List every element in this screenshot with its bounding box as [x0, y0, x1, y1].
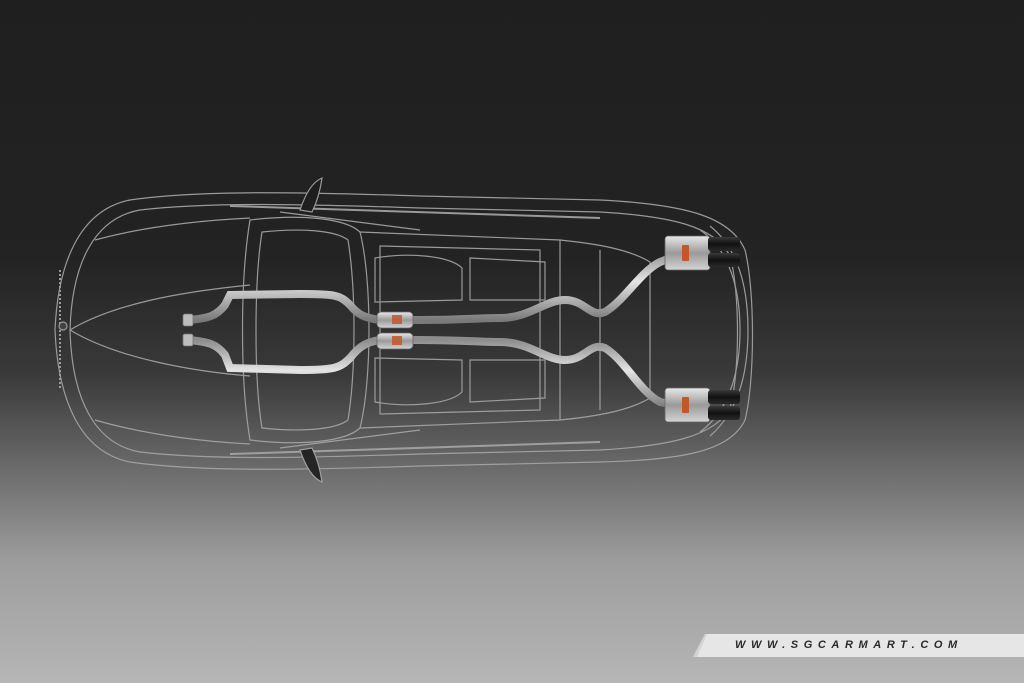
catalytic-converter-bottom	[376, 332, 414, 350]
car-outline	[54, 177, 754, 483]
watermark-band	[693, 634, 1024, 657]
exhaust-system	[182, 235, 740, 423]
muffler-bottom	[664, 387, 740, 423]
watermark-text: WWW.SGCARMART.COM	[735, 639, 963, 651]
muffler-top	[664, 235, 740, 271]
catalytic-converter-top	[376, 311, 414, 329]
